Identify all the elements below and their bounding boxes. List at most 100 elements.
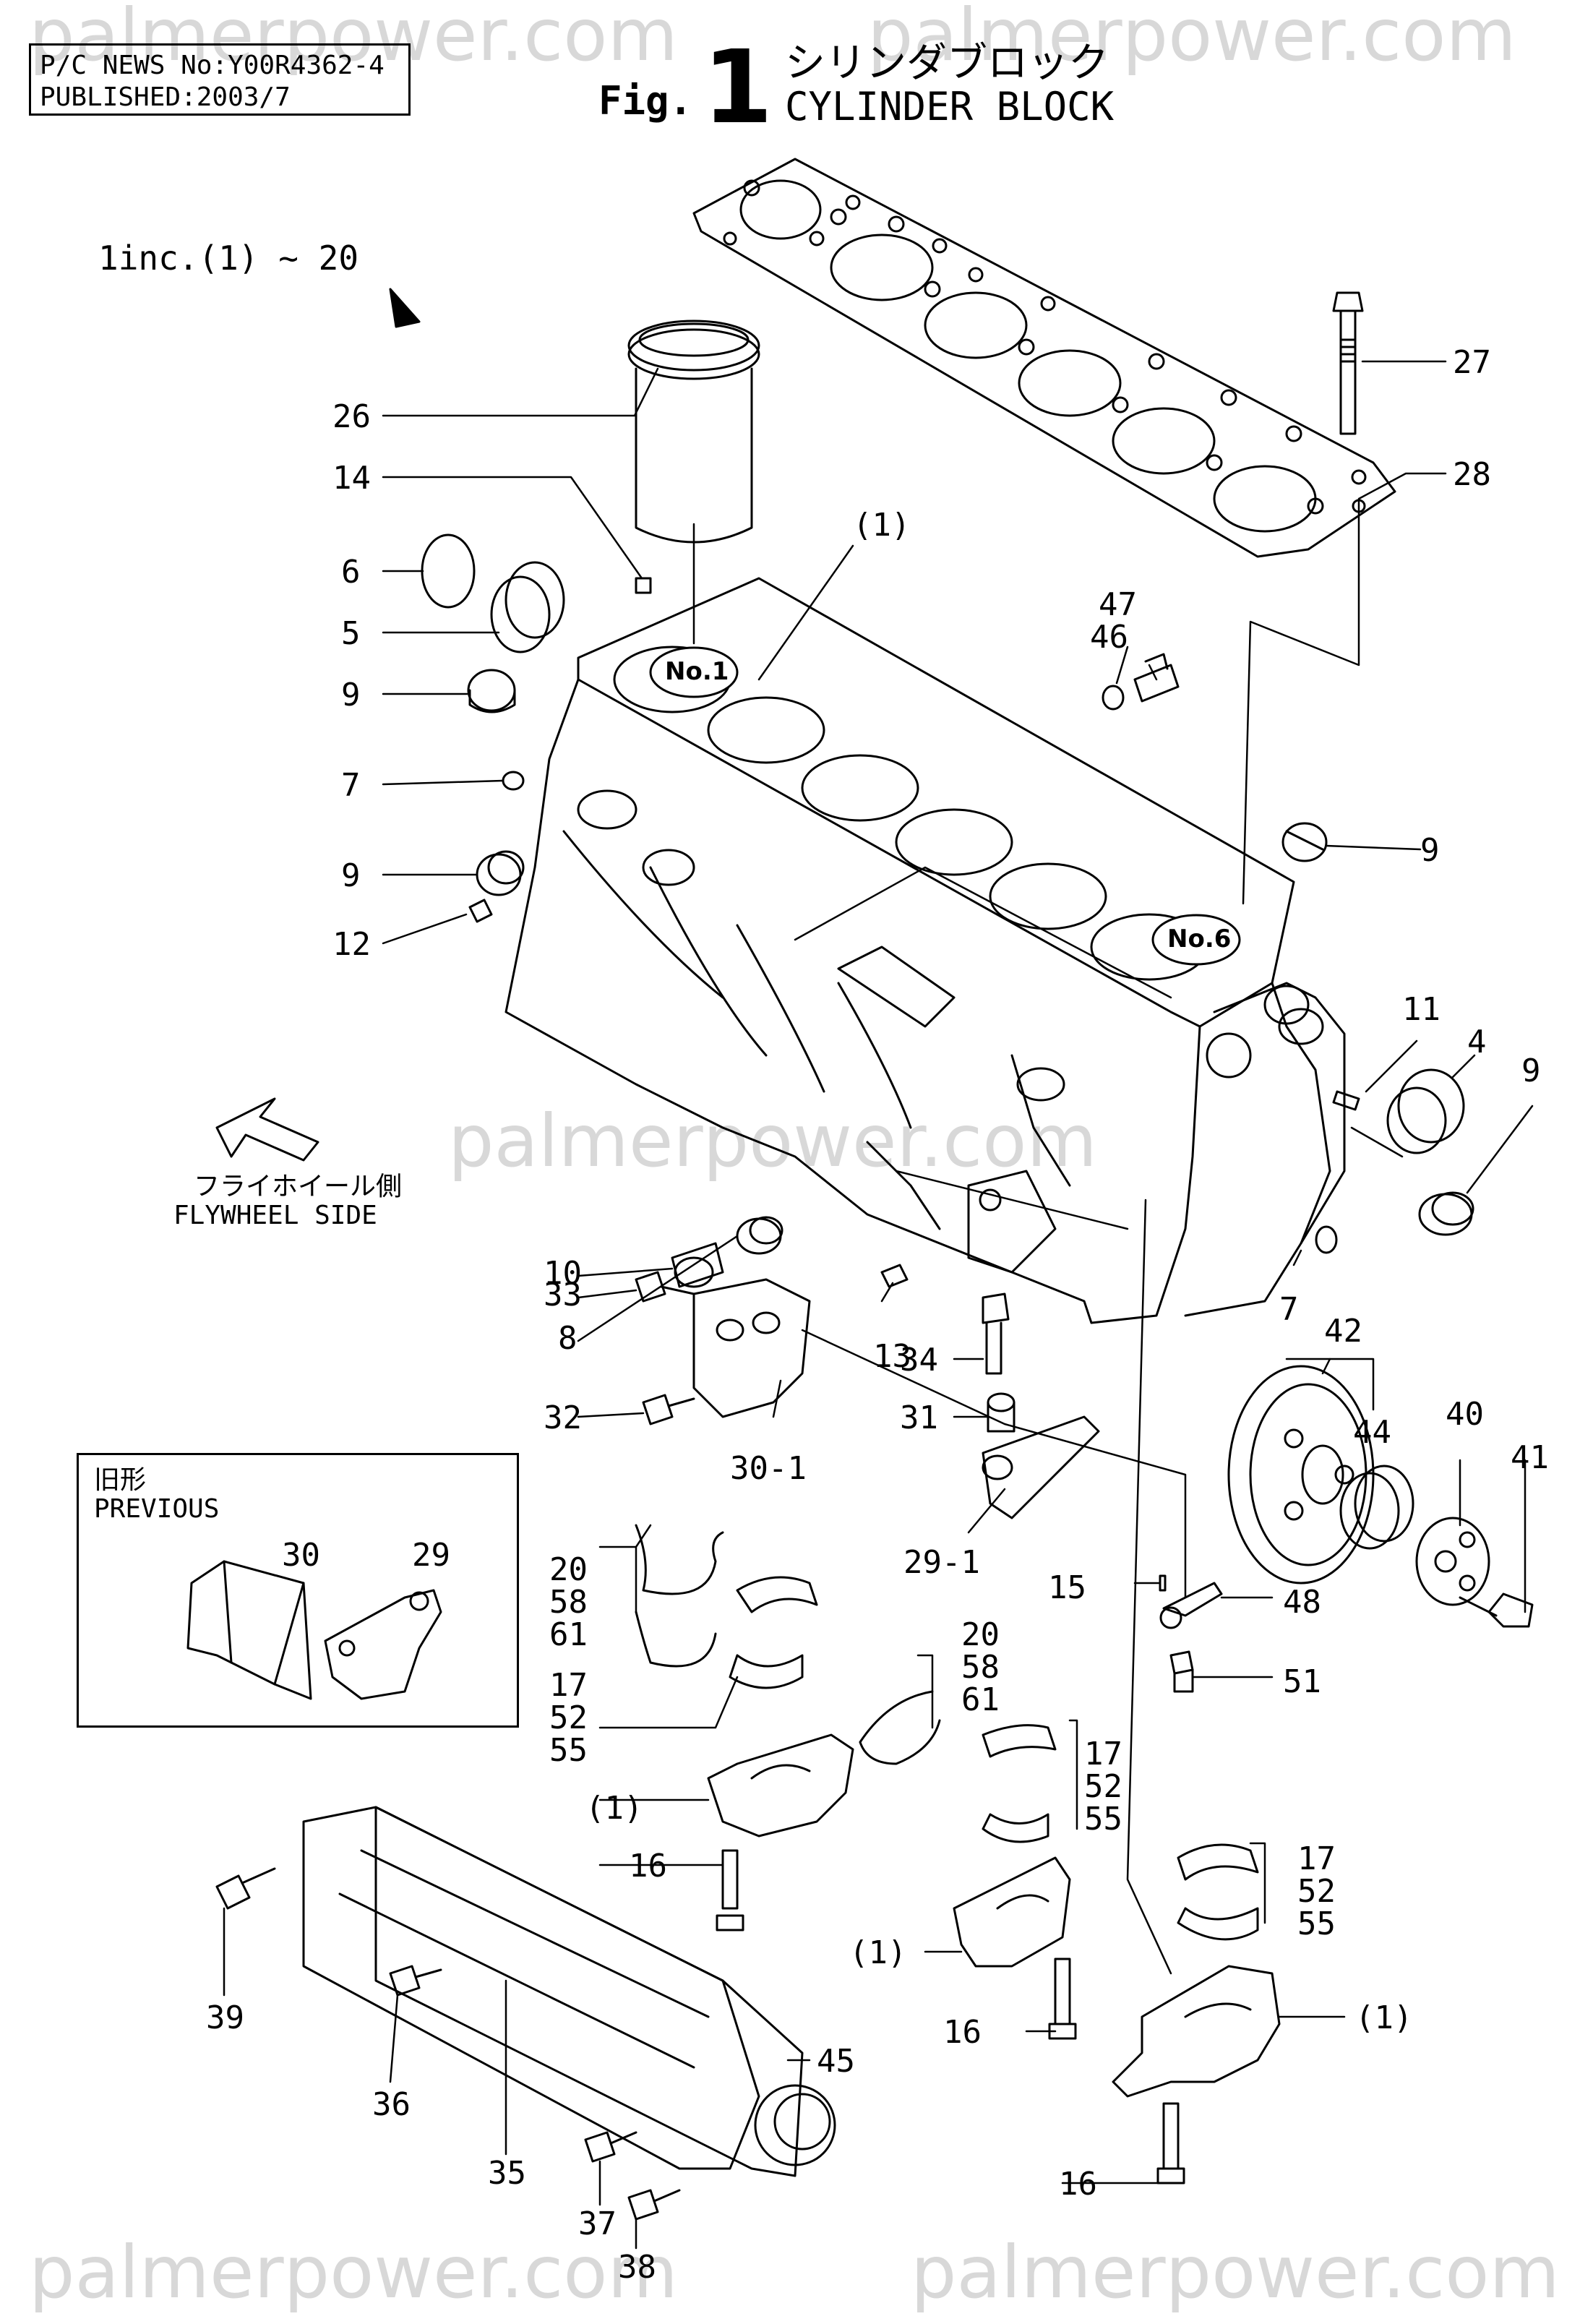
nozzle-48 — [1159, 1582, 1223, 1629]
flywheel-side-jp: フライホイール側 — [194, 1172, 403, 1201]
callout-label: 13 — [873, 1338, 911, 1375]
bearing-cap-2 — [953, 1856, 1071, 1968]
cam-gear-42 — [1227, 1365, 1375, 1585]
bolt-34 — [982, 1292, 1010, 1375]
bolt-32 — [642, 1394, 695, 1425]
cylinder-mark-6 — [1151, 914, 1241, 966]
main-bearing-mid-lower — [982, 1813, 1049, 1843]
callout-label: 37 — [578, 2205, 617, 2242]
callout-label: 12 — [332, 926, 371, 963]
callout-label: 17 — [549, 1667, 588, 1704]
plug-10 — [671, 1242, 724, 1288]
cylinder-no1-label: No.1 — [665, 657, 729, 686]
callout-label: 7 — [341, 767, 361, 804]
bracket-29 — [324, 1589, 442, 1700]
note-arrow-icon — [389, 288, 421, 328]
bracket-29-1 — [982, 1415, 1100, 1519]
callout-label: 32 — [544, 1399, 582, 1436]
callout-label: 11 — [1402, 991, 1440, 1028]
callout-label: 6 — [341, 554, 361, 591]
callout-label: 8 — [558, 1320, 577, 1357]
thrust-washer-upper-1 — [635, 1524, 724, 1595]
main-bearing-mid-upper — [982, 1724, 1057, 1758]
callout-label: 58 — [549, 1584, 588, 1621]
callout-label: 20 — [549, 1551, 588, 1588]
assembly-note: 1inc.(1) ~ 20 — [98, 239, 359, 278]
pin-14 — [635, 577, 652, 594]
block-rear-face — [1206, 982, 1346, 1245]
published-date: PUBLISHED:2003/7 — [40, 82, 291, 112]
title-japanese: シリンダブロック — [785, 40, 1109, 87]
bolt-38 — [627, 2189, 681, 2221]
callout-label: 9 — [1521, 1052, 1541, 1089]
callout-label: 55 — [549, 1732, 588, 1769]
pin-12 — [468, 899, 493, 923]
callout-label: 9 — [1420, 832, 1440, 869]
callout-label: 20 — [961, 1616, 1000, 1653]
plug-9-top — [467, 669, 516, 713]
callout-label: 39 — [206, 1999, 244, 2036]
callout-label: 41 — [1511, 1439, 1549, 1476]
main-bearing-upper-1 — [736, 1576, 818, 1613]
callout-label: 34 — [900, 1342, 938, 1378]
callout-label: 7 — [1279, 1291, 1299, 1328]
flywheel-side-en: FLYWHEEL SIDE — [173, 1201, 377, 1230]
callout-label: 48 — [1283, 1584, 1321, 1621]
callout-label: 5 — [341, 615, 361, 652]
callout-label: 29-1 — [903, 1544, 980, 1581]
callout-label: (1) — [585, 1790, 643, 1827]
bolt-39 — [215, 1867, 276, 1910]
watermark: palmerpower.com — [867, 0, 1516, 77]
thrust-washer-mid — [859, 1690, 941, 1765]
callout-label: 55 — [1297, 1905, 1336, 1942]
news-info-box: P/C NEWS No:Y00R4362-4 PUBLISHED:2003/7 — [29, 43, 411, 116]
callout-label: 16 — [1059, 2166, 1097, 2203]
fig-prefix: Fig. — [598, 78, 693, 124]
fig-number: 1 — [703, 29, 773, 147]
callout-label: 58 — [961, 1649, 1000, 1686]
watermark: palmerpower.com — [29, 2230, 678, 2315]
bushing-5 — [490, 561, 565, 653]
main-bearing-rear-lower — [1177, 1907, 1259, 1941]
callout-label: 16 — [943, 2014, 982, 2051]
bolt-33 — [635, 1271, 695, 1303]
plug-9-right — [1281, 822, 1328, 862]
bolt-37 — [584, 2131, 637, 2163]
bolt-16-3 — [1156, 2102, 1185, 2184]
pin-7 — [502, 771, 525, 791]
callout-label: 61 — [549, 1616, 588, 1653]
head-gasket — [692, 158, 1396, 558]
bolt-16-1 — [716, 1849, 744, 1931]
callout-label: 33 — [544, 1277, 582, 1313]
callout-label: 61 — [961, 1681, 1000, 1718]
page-title: CYLINDER BLOCK — [785, 84, 1115, 129]
callout-label: 17 — [1297, 1840, 1336, 1877]
pin-15 — [1159, 1574, 1167, 1592]
callout-label: 16 — [629, 1848, 667, 1885]
cylinder-liner — [627, 320, 760, 544]
callout-label: 36 — [372, 2086, 411, 2123]
cylinder-mark-1 — [649, 646, 739, 698]
seal-9-left — [476, 850, 525, 896]
watermark: palmerpower.com — [911, 2230, 1560, 2315]
callout-label: 15 — [1048, 1569, 1086, 1606]
thrust-plate-40 — [1415, 1517, 1490, 1606]
head-bolt — [1332, 291, 1364, 435]
plug-51 — [1169, 1650, 1194, 1693]
pin-11 — [1332, 1090, 1360, 1111]
callout-label: 17 — [1084, 1736, 1122, 1772]
oil-cooler-35 — [302, 1806, 836, 2170]
callout-label: 51 — [1283, 1663, 1321, 1700]
bracket-30 — [186, 1560, 312, 1700]
bolt-36 — [389, 1965, 442, 1997]
callout-label: 55 — [1084, 1801, 1122, 1838]
plug-47 — [1133, 653, 1180, 703]
bearing-cap-1 — [707, 1733, 854, 1838]
callout-label: (1) — [853, 507, 911, 544]
callout-label: (1) — [849, 1934, 907, 1971]
cap-6 — [421, 533, 476, 609]
callout-label: 9 — [341, 677, 361, 713]
callout-label: 26 — [332, 398, 371, 435]
callout-label: 38 — [618, 2249, 656, 2286]
pin-13 — [880, 1264, 909, 1288]
